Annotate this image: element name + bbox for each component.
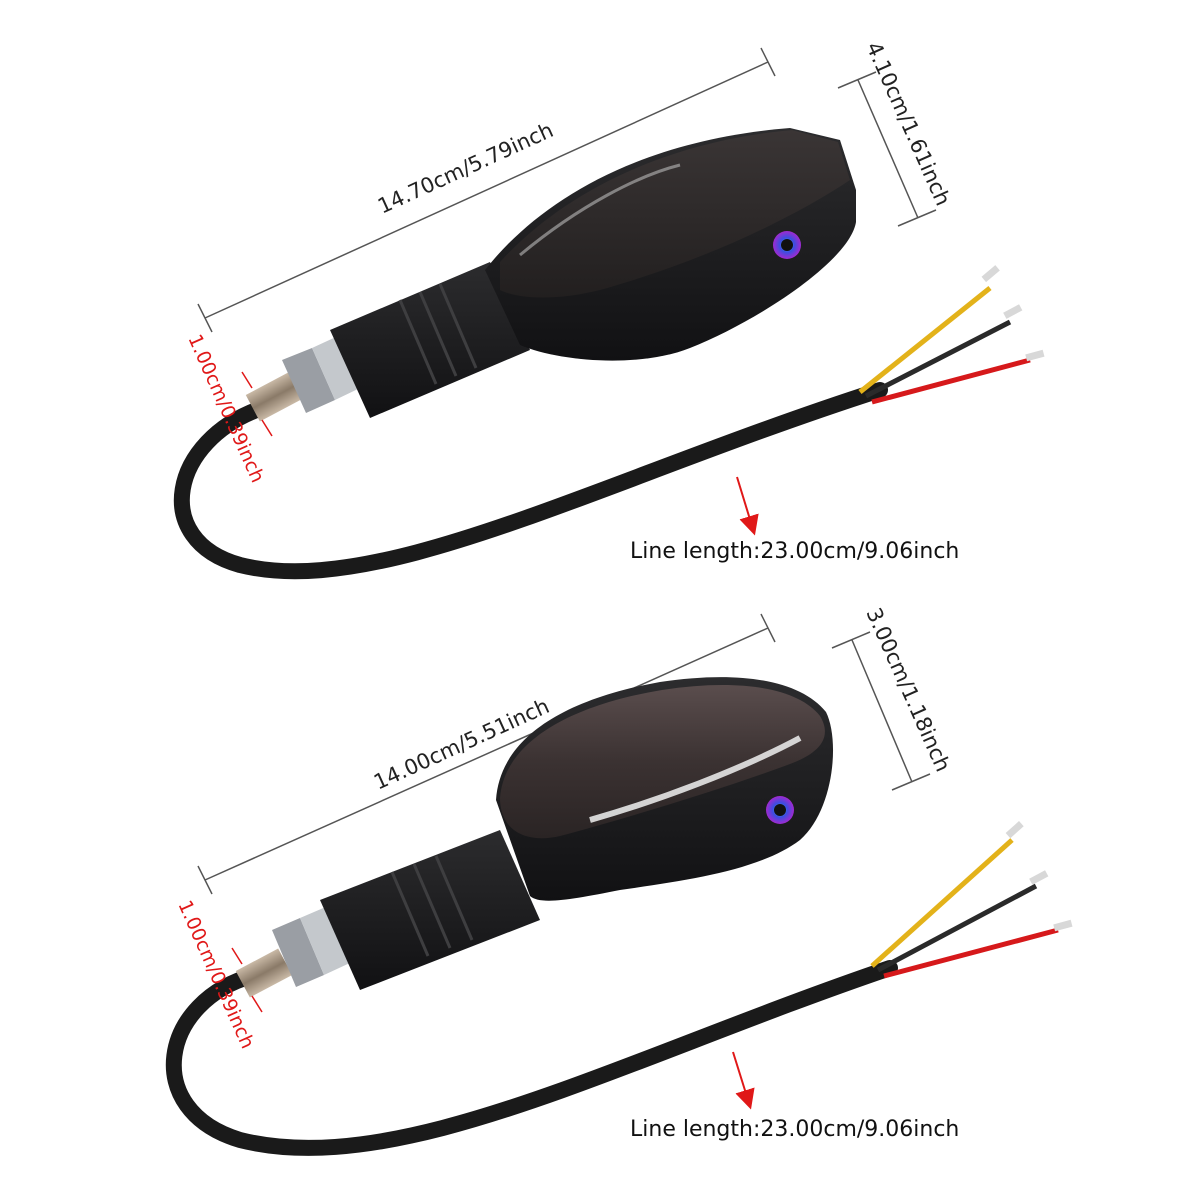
cable: [165, 960, 898, 1156]
line-length-label: Line length:23.00cm/9.06inch: [630, 1117, 959, 1142]
wire-terminal-icon: [981, 265, 1000, 283]
length-dimension-line: [197, 613, 776, 895]
thread-dimension: [241, 371, 273, 437]
height-dimension-line: [831, 631, 931, 791]
wire-terminal-icon: [1029, 870, 1049, 885]
signal-housing: [496, 677, 834, 901]
height-dimension-line: [837, 71, 937, 227]
wire-terminal-icon: [1005, 821, 1024, 839]
stem: [330, 262, 530, 418]
stem: [320, 830, 540, 990]
cable: [173, 382, 888, 580]
length-label: 14.70cm/5.79inch: [374, 118, 557, 219]
mounting-bolt: [245, 336, 360, 422]
wires: [858, 265, 1045, 405]
wire-terminal-icon: [1003, 304, 1023, 319]
height-label: 4.10cm/1.61inch: [861, 38, 955, 209]
wire-terminal-icon: [1053, 919, 1073, 932]
lens: [500, 130, 850, 298]
dimension-arrow-icon: [736, 476, 759, 536]
lens: [500, 685, 825, 839]
turn-signal-panel-1: 14.70cm/5.79inch 4.10cm/1.61inch: [173, 38, 1045, 580]
signal-housing: [485, 128, 856, 361]
height-label: 3.00cm/1.18inch: [861, 604, 955, 775]
mounting-bolt: [235, 906, 352, 998]
turn-signal-panel-2: 14.00cm/5.51inch 3.00cm/1.18inch: [165, 604, 1073, 1156]
line-length-label: Line length:23.00cm/9.06inch: [630, 539, 959, 564]
length-dimension-line: [197, 47, 776, 333]
wire-terminal-icon: [1025, 349, 1045, 362]
wires: [870, 821, 1073, 979]
thread-dimension: [231, 947, 263, 1013]
dimension-arrow-icon: [732, 1051, 755, 1110]
